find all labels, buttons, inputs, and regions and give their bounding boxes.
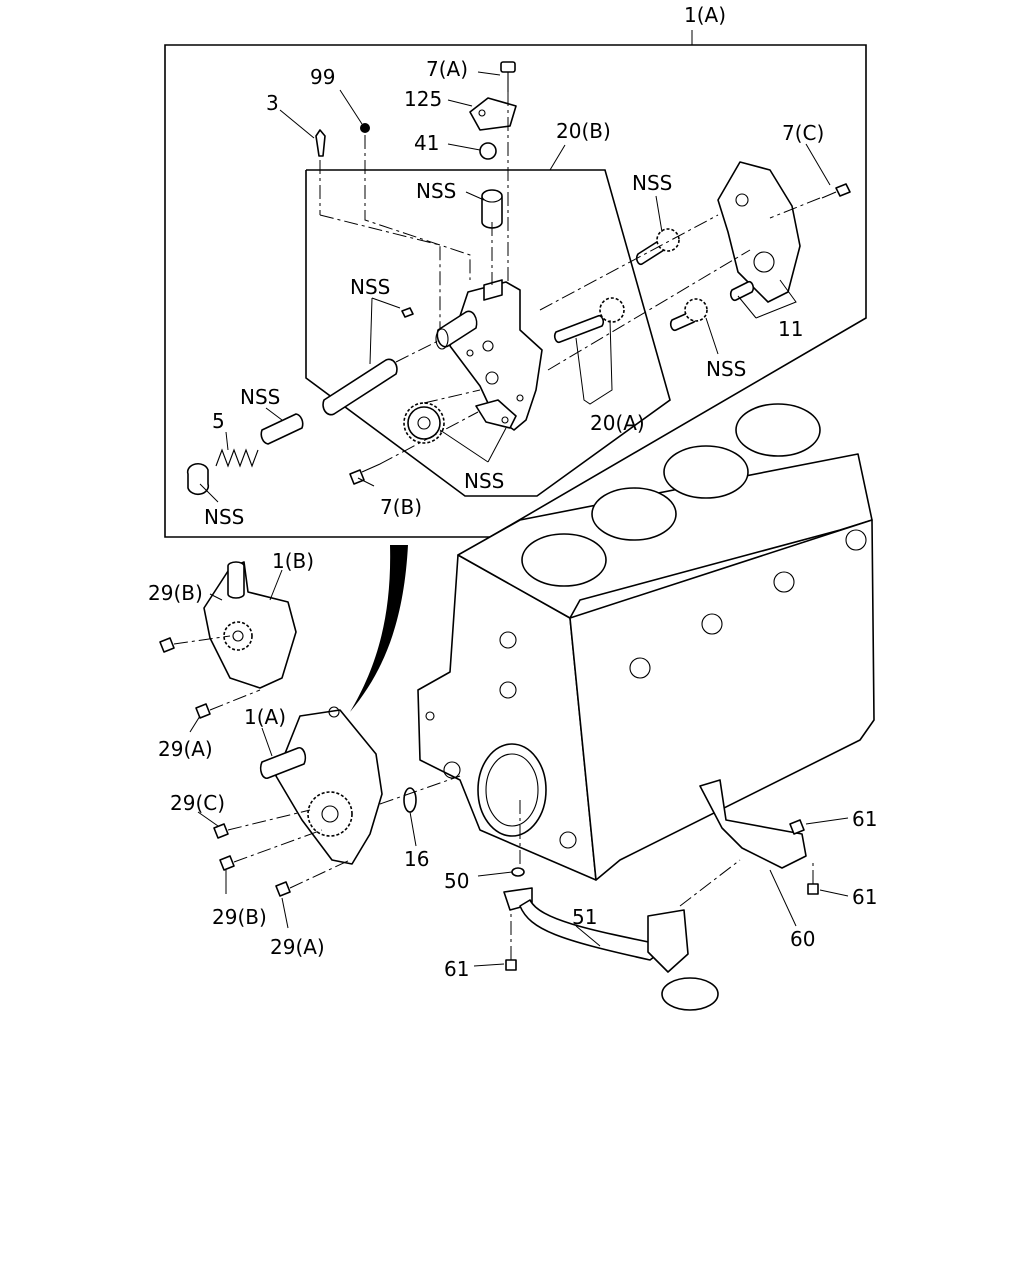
bolt-7a xyxy=(500,61,516,92)
housing-cover-20b xyxy=(717,161,801,303)
lower-centerlines xyxy=(173,635,521,889)
pump-assembly-1a-lower xyxy=(259,706,383,865)
label-99: 99 xyxy=(310,65,335,89)
label-61-left: 61 xyxy=(444,957,469,981)
pin-3 xyxy=(315,129,326,157)
label-nss-gear-top: NSS xyxy=(632,171,672,195)
label-nss-bushing: NSS xyxy=(416,179,456,203)
label-1a-lower: 1(A) xyxy=(244,705,286,729)
label-29a-upper: 29(A) xyxy=(158,737,213,761)
pump-assembly-1b xyxy=(203,561,297,689)
connector-arrow xyxy=(350,545,408,712)
leader-lines xyxy=(189,71,849,967)
label-20b: 20(B) xyxy=(556,119,611,143)
gear-nss-right xyxy=(670,298,708,332)
part-labels: 1(A) 7(A) 125 41 20(B) 7(C) 3 99 NSS NSS… xyxy=(148,3,877,981)
plug-99 xyxy=(360,123,370,133)
lower-bolts xyxy=(159,637,291,897)
front-gear-nss xyxy=(403,402,445,444)
label-nss-plunger: NSS xyxy=(240,385,280,409)
dowel-11 xyxy=(730,280,754,302)
shaft-20a xyxy=(554,297,625,344)
bolts-61 xyxy=(505,819,819,971)
label-11: 11 xyxy=(778,317,803,341)
label-41: 41 xyxy=(414,131,439,155)
strainer-51 xyxy=(503,887,719,1011)
label-7b: 7(B) xyxy=(380,495,422,519)
label-1a-top: 1(A) xyxy=(684,3,726,27)
bolt-7b xyxy=(349,463,381,485)
plunger-nss xyxy=(260,413,304,445)
plunger-sleeve-nss xyxy=(322,310,478,416)
label-20a: 20(A) xyxy=(590,411,645,435)
label-1b: 1(B) xyxy=(272,549,314,573)
ball-41 xyxy=(479,142,497,160)
label-51: 51 xyxy=(572,905,597,929)
pump-body-detail xyxy=(449,279,543,431)
label-nss-cap: NSS xyxy=(204,505,244,529)
label-29b-lower: 29(B) xyxy=(212,905,267,929)
engine-block xyxy=(417,403,875,881)
detail-centerlines xyxy=(319,92,821,465)
label-29b-upper: 29(B) xyxy=(148,581,203,605)
label-61-upper: 61 xyxy=(852,807,877,831)
gasket-50 xyxy=(511,867,525,877)
label-7c: 7(C) xyxy=(782,121,824,145)
plate-125 xyxy=(469,97,517,131)
label-3: 3 xyxy=(266,91,279,115)
label-29c: 29(C) xyxy=(170,791,225,815)
bushing-nss-top xyxy=(481,189,503,229)
spring-5 xyxy=(215,448,259,468)
label-60: 60 xyxy=(790,927,815,951)
small-bolt-nss xyxy=(401,307,414,318)
label-125: 125 xyxy=(404,87,442,111)
detail-frame xyxy=(164,30,867,538)
label-7a: 7(A) xyxy=(426,57,468,81)
label-29a-lower: 29(A) xyxy=(270,935,325,959)
bracket-60 xyxy=(699,779,807,869)
bolt-7c xyxy=(821,183,851,199)
label-16: 16 xyxy=(404,847,429,871)
label-5: 5 xyxy=(212,409,225,433)
label-61-right: 61 xyxy=(852,885,877,909)
label-nss-gear-right: NSS xyxy=(706,357,746,381)
label-nss-bolt-pipe: NSS xyxy=(350,275,390,299)
label-50: 50 xyxy=(444,869,469,893)
label-nss-gears-front: NSS xyxy=(464,469,504,493)
